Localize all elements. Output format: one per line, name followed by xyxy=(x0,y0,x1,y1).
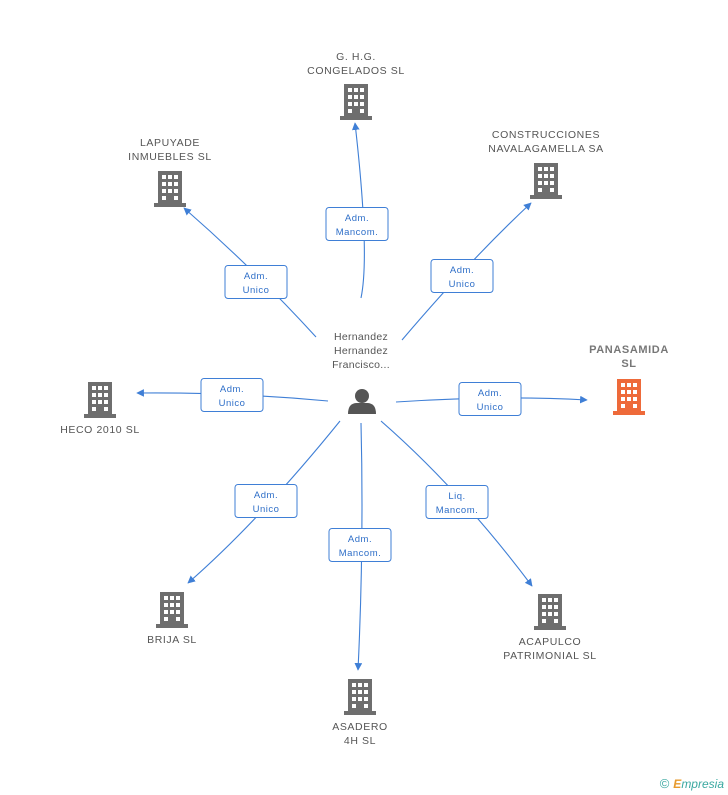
company-name-line: ASADERO xyxy=(332,721,388,733)
role-badge-frame xyxy=(328,528,392,562)
person-name-line: Hernandez xyxy=(334,331,388,343)
building-icon xyxy=(613,379,645,415)
role-text: Unico xyxy=(449,279,476,290)
role-text: Adm. xyxy=(220,384,244,395)
person-name-line: Hernandez xyxy=(334,345,388,357)
role-badge-constr[interactable]: Adm. Unico xyxy=(430,259,494,293)
company-node-ghg[interactable]: G. H.G. CONGELADOS SL xyxy=(307,51,405,120)
role-badge-panas[interactable]: Adm. Unico xyxy=(458,382,522,416)
edge-brija: Adm. Unico xyxy=(187,420,341,584)
role-badge-frame xyxy=(200,378,264,412)
edge-ghg: Adm. Mancom. xyxy=(325,122,389,299)
building-icon xyxy=(84,382,116,418)
edges-layer: Adm.Mancom.Adm.UnicoAdm.UnicoAdm.UnicoAd… xyxy=(136,122,588,671)
building-icon xyxy=(340,84,372,120)
company-name-line: HECO 2010 SL xyxy=(60,424,140,436)
role-text: Mancom. xyxy=(436,505,479,516)
role-badge-brija[interactable]: Adm. Unico xyxy=(234,484,298,518)
role-text: Mancom. xyxy=(336,227,379,238)
role-badge-lapuyade[interactable]: Adm. Unico xyxy=(224,265,288,299)
company-name-line: NAVALAGAMELLA SA xyxy=(488,143,603,155)
person-name-line: Francisco... xyxy=(332,359,390,371)
role-text: Mancom. xyxy=(339,548,382,559)
role-text: Adm. xyxy=(478,388,502,399)
role-text: Unico xyxy=(477,402,504,413)
company-name-line: BRIJA SL xyxy=(147,634,197,646)
company-node-asadero[interactable]: ASADERO 4H SL xyxy=(332,679,388,747)
copyright-symbol: © xyxy=(659,776,670,791)
role-text: Adm. xyxy=(254,490,278,501)
building-icon xyxy=(530,163,562,199)
edge-heco: Adm. Unico xyxy=(136,378,329,412)
building-icon xyxy=(156,592,188,628)
company-name-line: INMUEBLES SL xyxy=(128,151,212,163)
role-badge-frame xyxy=(425,485,489,519)
role-badge-frame xyxy=(325,207,389,241)
company-name-line: PATRIMONIAL SL xyxy=(503,650,596,662)
company-node-acapulco[interactable]: ACAPULCO PATRIMONIAL SL xyxy=(503,594,596,662)
building-icon xyxy=(534,594,566,630)
role-badge-ghg[interactable]: Adm. Mancom. xyxy=(325,207,389,241)
brand-initial: E xyxy=(673,777,682,791)
company-node-panas[interactable]: PANASAMIDA SL xyxy=(589,344,669,415)
edge-lapuyade: Adm. Unico xyxy=(183,207,317,338)
role-text: Liq. xyxy=(448,491,465,502)
company-node-heco[interactable]: HECO 2010 SL xyxy=(60,382,140,436)
company-name-line: CONSTRUCCIONES xyxy=(492,129,600,141)
company-node-constr[interactable]: CONSTRUCCIONES NAVALAGAMELLA SA xyxy=(488,129,603,199)
center-person-node[interactable]: HernandezHernandezFrancisco... xyxy=(332,331,390,414)
nodes-layer: G. H.G. CONGELADOS SL LAPUYADE INMUEBLES SL… xyxy=(60,51,669,747)
company-name-line: G. H.G. xyxy=(336,51,376,63)
edge-panas: Adm. Unico xyxy=(395,382,588,416)
role-badge-frame xyxy=(224,265,288,299)
edge-constr: Adm. Unico xyxy=(401,202,532,341)
company-name-line: LAPUYADE xyxy=(140,137,200,149)
role-badge-acapulco[interactable]: Liq. Mancom. xyxy=(425,485,489,519)
company-name-line: CONGELADOS SL xyxy=(307,65,405,77)
person-icon xyxy=(348,389,376,414)
building-icon xyxy=(154,171,186,207)
building-icon xyxy=(344,679,376,715)
role-badge-asadero[interactable]: Adm. Mancom. xyxy=(328,528,392,562)
role-text: Unico xyxy=(243,285,270,296)
company-node-lapuyade[interactable]: LAPUYADE INMUEBLES SL xyxy=(128,137,212,207)
edge-asadero: Adm. Mancom. xyxy=(328,422,392,671)
edge-acapulco: Liq. Mancom. xyxy=(380,420,533,587)
role-badge-frame xyxy=(458,382,522,416)
company-name-line: PANASAMIDA xyxy=(589,344,669,356)
company-name-line: ACAPULCO xyxy=(519,636,582,648)
role-badge-frame xyxy=(430,259,494,293)
brand-name: mpresia xyxy=(681,777,724,791)
role-text: Adm. xyxy=(450,265,474,276)
role-badge-frame xyxy=(234,484,298,518)
company-name-line: SL xyxy=(621,358,636,370)
role-text: Adm. xyxy=(244,271,268,282)
role-text: Adm. xyxy=(348,534,372,545)
role-text: Unico xyxy=(219,398,246,409)
role-badge-heco[interactable]: Adm. Unico xyxy=(200,378,264,412)
role-text: Unico xyxy=(253,504,280,515)
role-text: Adm. xyxy=(345,213,369,224)
empresia-watermark: ©Empresia xyxy=(660,776,724,791)
company-node-brija[interactable]: BRIJA SL xyxy=(147,592,197,646)
company-name-line: 4H SL xyxy=(344,735,376,747)
